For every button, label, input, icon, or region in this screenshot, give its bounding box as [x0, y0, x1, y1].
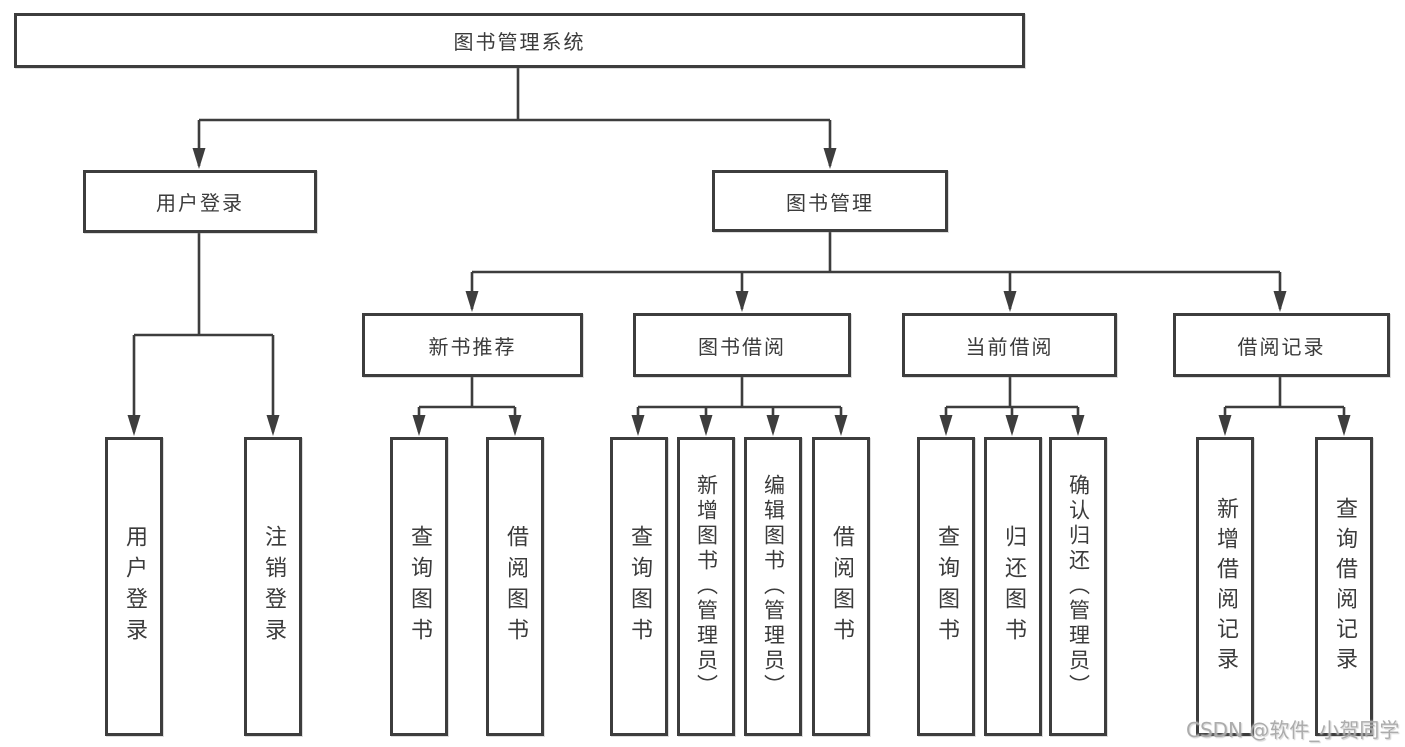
leaf-query-books-current-label: 查询图书 [934, 524, 959, 649]
node-borrow-records-label: 借阅记录 [1237, 334, 1326, 359]
leaf-add-book-admin: 新增图书（管理员） [677, 437, 735, 736]
leaf-confirm-return-admin-label: 确认归还（管理员） [1066, 474, 1091, 699]
node-user-login: 用户登录 [83, 170, 317, 233]
node-library-system: 图书管理系统 [14, 13, 1025, 68]
leaf-return-book: 归还图书 [984, 437, 1042, 736]
node-new-book-recommend: 新书推荐 [362, 313, 583, 377]
leaf-borrow-books-recommend: 借阅图书 [486, 437, 544, 736]
watermark: CSDN @软件_小贺同学 [1186, 718, 1400, 742]
node-user-login-label: 用户登录 [156, 191, 244, 215]
node-borrow-records: 借阅记录 [1173, 313, 1390, 377]
node-book-management-label: 图书管理 [786, 190, 874, 215]
leaf-query-books-borrow-label: 查询图书 [627, 524, 652, 649]
leaf-confirm-return-admin: 确认归还（管理员） [1049, 437, 1107, 736]
arrowheads [127, 148, 1351, 436]
leaf-query-books-borrow: 查询图书 [610, 437, 668, 736]
leaf-user-login: 用户登录 [105, 437, 163, 736]
leaf-user-login-label: 用户登录 [122, 524, 147, 649]
leaf-add-book-admin-label: 新增图书（管理员） [694, 474, 719, 699]
leaf-logout-label: 注销登录 [261, 524, 286, 649]
leaf-edit-book-admin-label: 编辑图书（管理员） [761, 474, 786, 699]
leaf-borrow-books: 借阅图书 [812, 437, 870, 736]
leaf-add-borrow-record-label: 新增借阅记录 [1213, 496, 1238, 677]
leaf-query-borrow-record-label: 查询借阅记录 [1332, 496, 1357, 677]
leaf-query-borrow-record: 查询借阅记录 [1315, 437, 1373, 736]
node-book-borrow-label: 图书借阅 [698, 334, 786, 359]
node-book-borrow: 图书借阅 [633, 313, 851, 377]
leaf-borrow-books-recommend-label: 借阅图书 [503, 524, 528, 649]
leaf-logout: 注销登录 [244, 437, 302, 736]
leaf-edit-book-admin: 编辑图书（管理员） [744, 437, 802, 736]
leaf-query-books-recommend: 查询图书 [390, 437, 448, 736]
leaf-query-books-current: 查询图书 [917, 437, 975, 736]
node-new-book-recommend-label: 新书推荐 [428, 334, 517, 359]
node-current-borrow-label: 当前借阅 [965, 334, 1054, 359]
leaf-add-borrow-record: 新增借阅记录 [1196, 437, 1254, 736]
leaf-return-book-label: 归还图书 [1001, 524, 1026, 649]
node-current-borrow: 当前借阅 [902, 313, 1117, 377]
node-library-system-label: 图书管理系统 [453, 30, 586, 54]
leaf-borrow-books-label: 借阅图书 [829, 524, 854, 649]
node-book-management: 图书管理 [712, 170, 948, 232]
leaf-query-books-recommend-label: 查询图书 [407, 524, 432, 649]
